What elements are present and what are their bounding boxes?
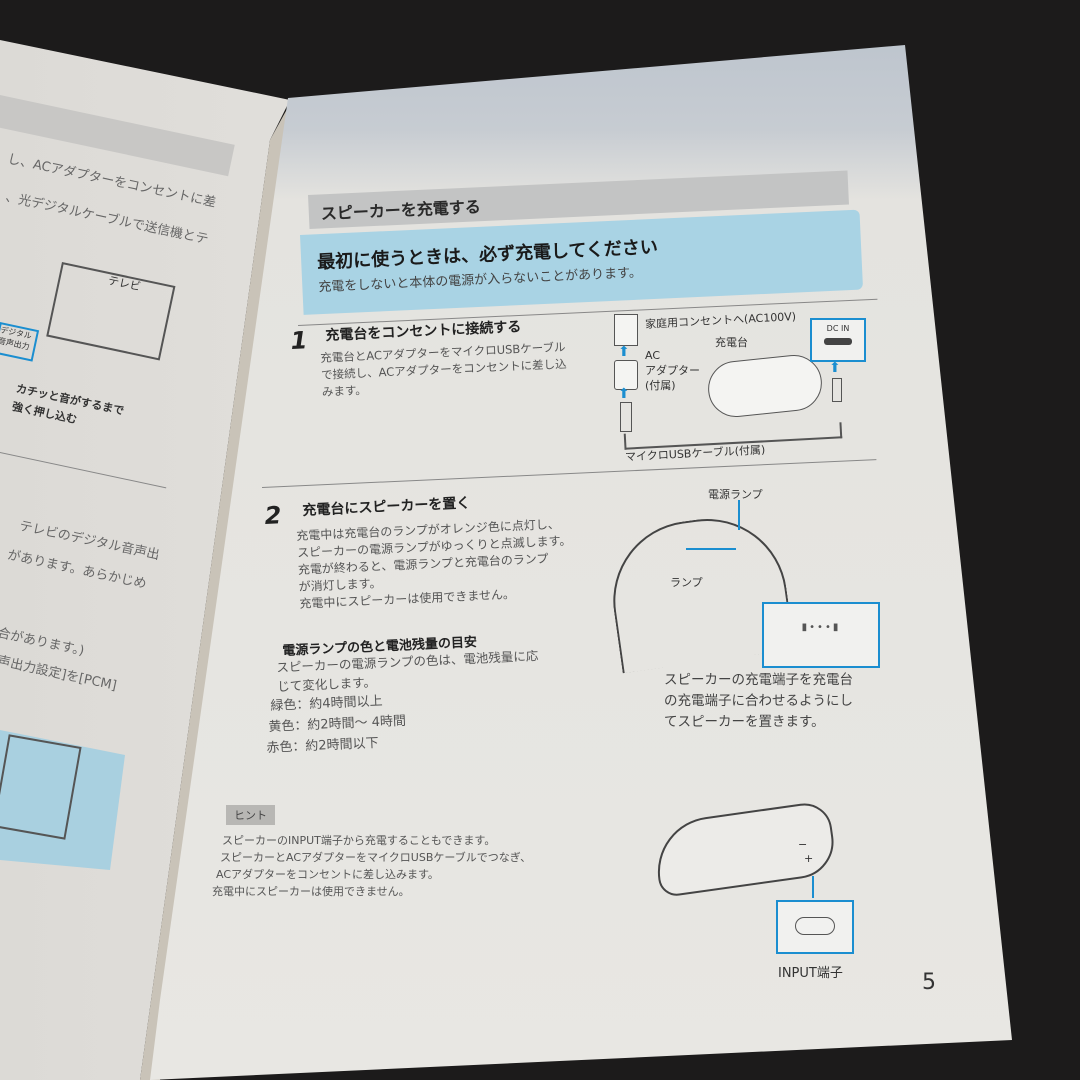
power-lamp-pointer: [738, 500, 740, 530]
input-port-detail: [776, 900, 854, 954]
micro-usb-plug-icon: [832, 378, 842, 402]
hint-line-2: スピーカーとACアダプターをマイクロUSBケーブルでつなぎ、: [220, 851, 532, 864]
dc-in-label: DC IN: [826, 324, 850, 333]
power-lamp-label: 電源ランプ: [708, 488, 763, 501]
dc-in-socket: [824, 338, 852, 345]
arrow-up-icon-2: ⬆: [618, 386, 630, 402]
hint-line-1: スピーカーのINPUT端子から充電することもできます。: [222, 834, 496, 847]
input-pointer: [812, 876, 814, 898]
left-callout-box: [0, 730, 125, 870]
charging-terminal-detail: ▮•••▮: [762, 602, 880, 668]
step-2-body: 充電中は充電台のランプがオレンジ色に点灯し、 スピーカーの電源ランプがゆっくりと…: [296, 517, 572, 611]
step-2-caption: スピーカーの充電端子を充電台 の充電端子に合わせるようにし てスピーカーを置きま…: [664, 672, 853, 730]
ac-adapter-icon: [614, 360, 638, 390]
adapter-label: AC アダプター (付属): [645, 349, 700, 392]
lamp-label: ランプ: [670, 576, 703, 589]
minus-mark: −: [798, 838, 808, 851]
step-1-number: 1: [290, 326, 308, 355]
hint-line-3: ACアダプターをコンセントに差し込みます。: [216, 868, 439, 881]
usb-plug-icon: [620, 402, 632, 432]
input-port-label: INPUT端子: [778, 966, 843, 981]
plus-mark: +: [804, 852, 814, 865]
micro-usb-port-icon: [795, 917, 835, 935]
wall-outlet-icon: [614, 314, 638, 346]
cradle-label: 充電台: [715, 336, 748, 349]
step-2-number: 2: [264, 501, 282, 530]
lamp-pointer: [686, 548, 736, 550]
hint-badge: ヒント: [226, 805, 275, 825]
arrow-up-icon: ⬆: [618, 344, 630, 360]
dc-in-port: DC IN: [810, 318, 866, 362]
arrow-up-icon-3: ⬆: [829, 360, 841, 376]
page-number: 5: [922, 970, 936, 995]
charging-terminal-icon: ▮•••▮: [801, 622, 841, 633]
hint-line-4: 充電中にスピーカーは使用できません。: [212, 885, 410, 898]
